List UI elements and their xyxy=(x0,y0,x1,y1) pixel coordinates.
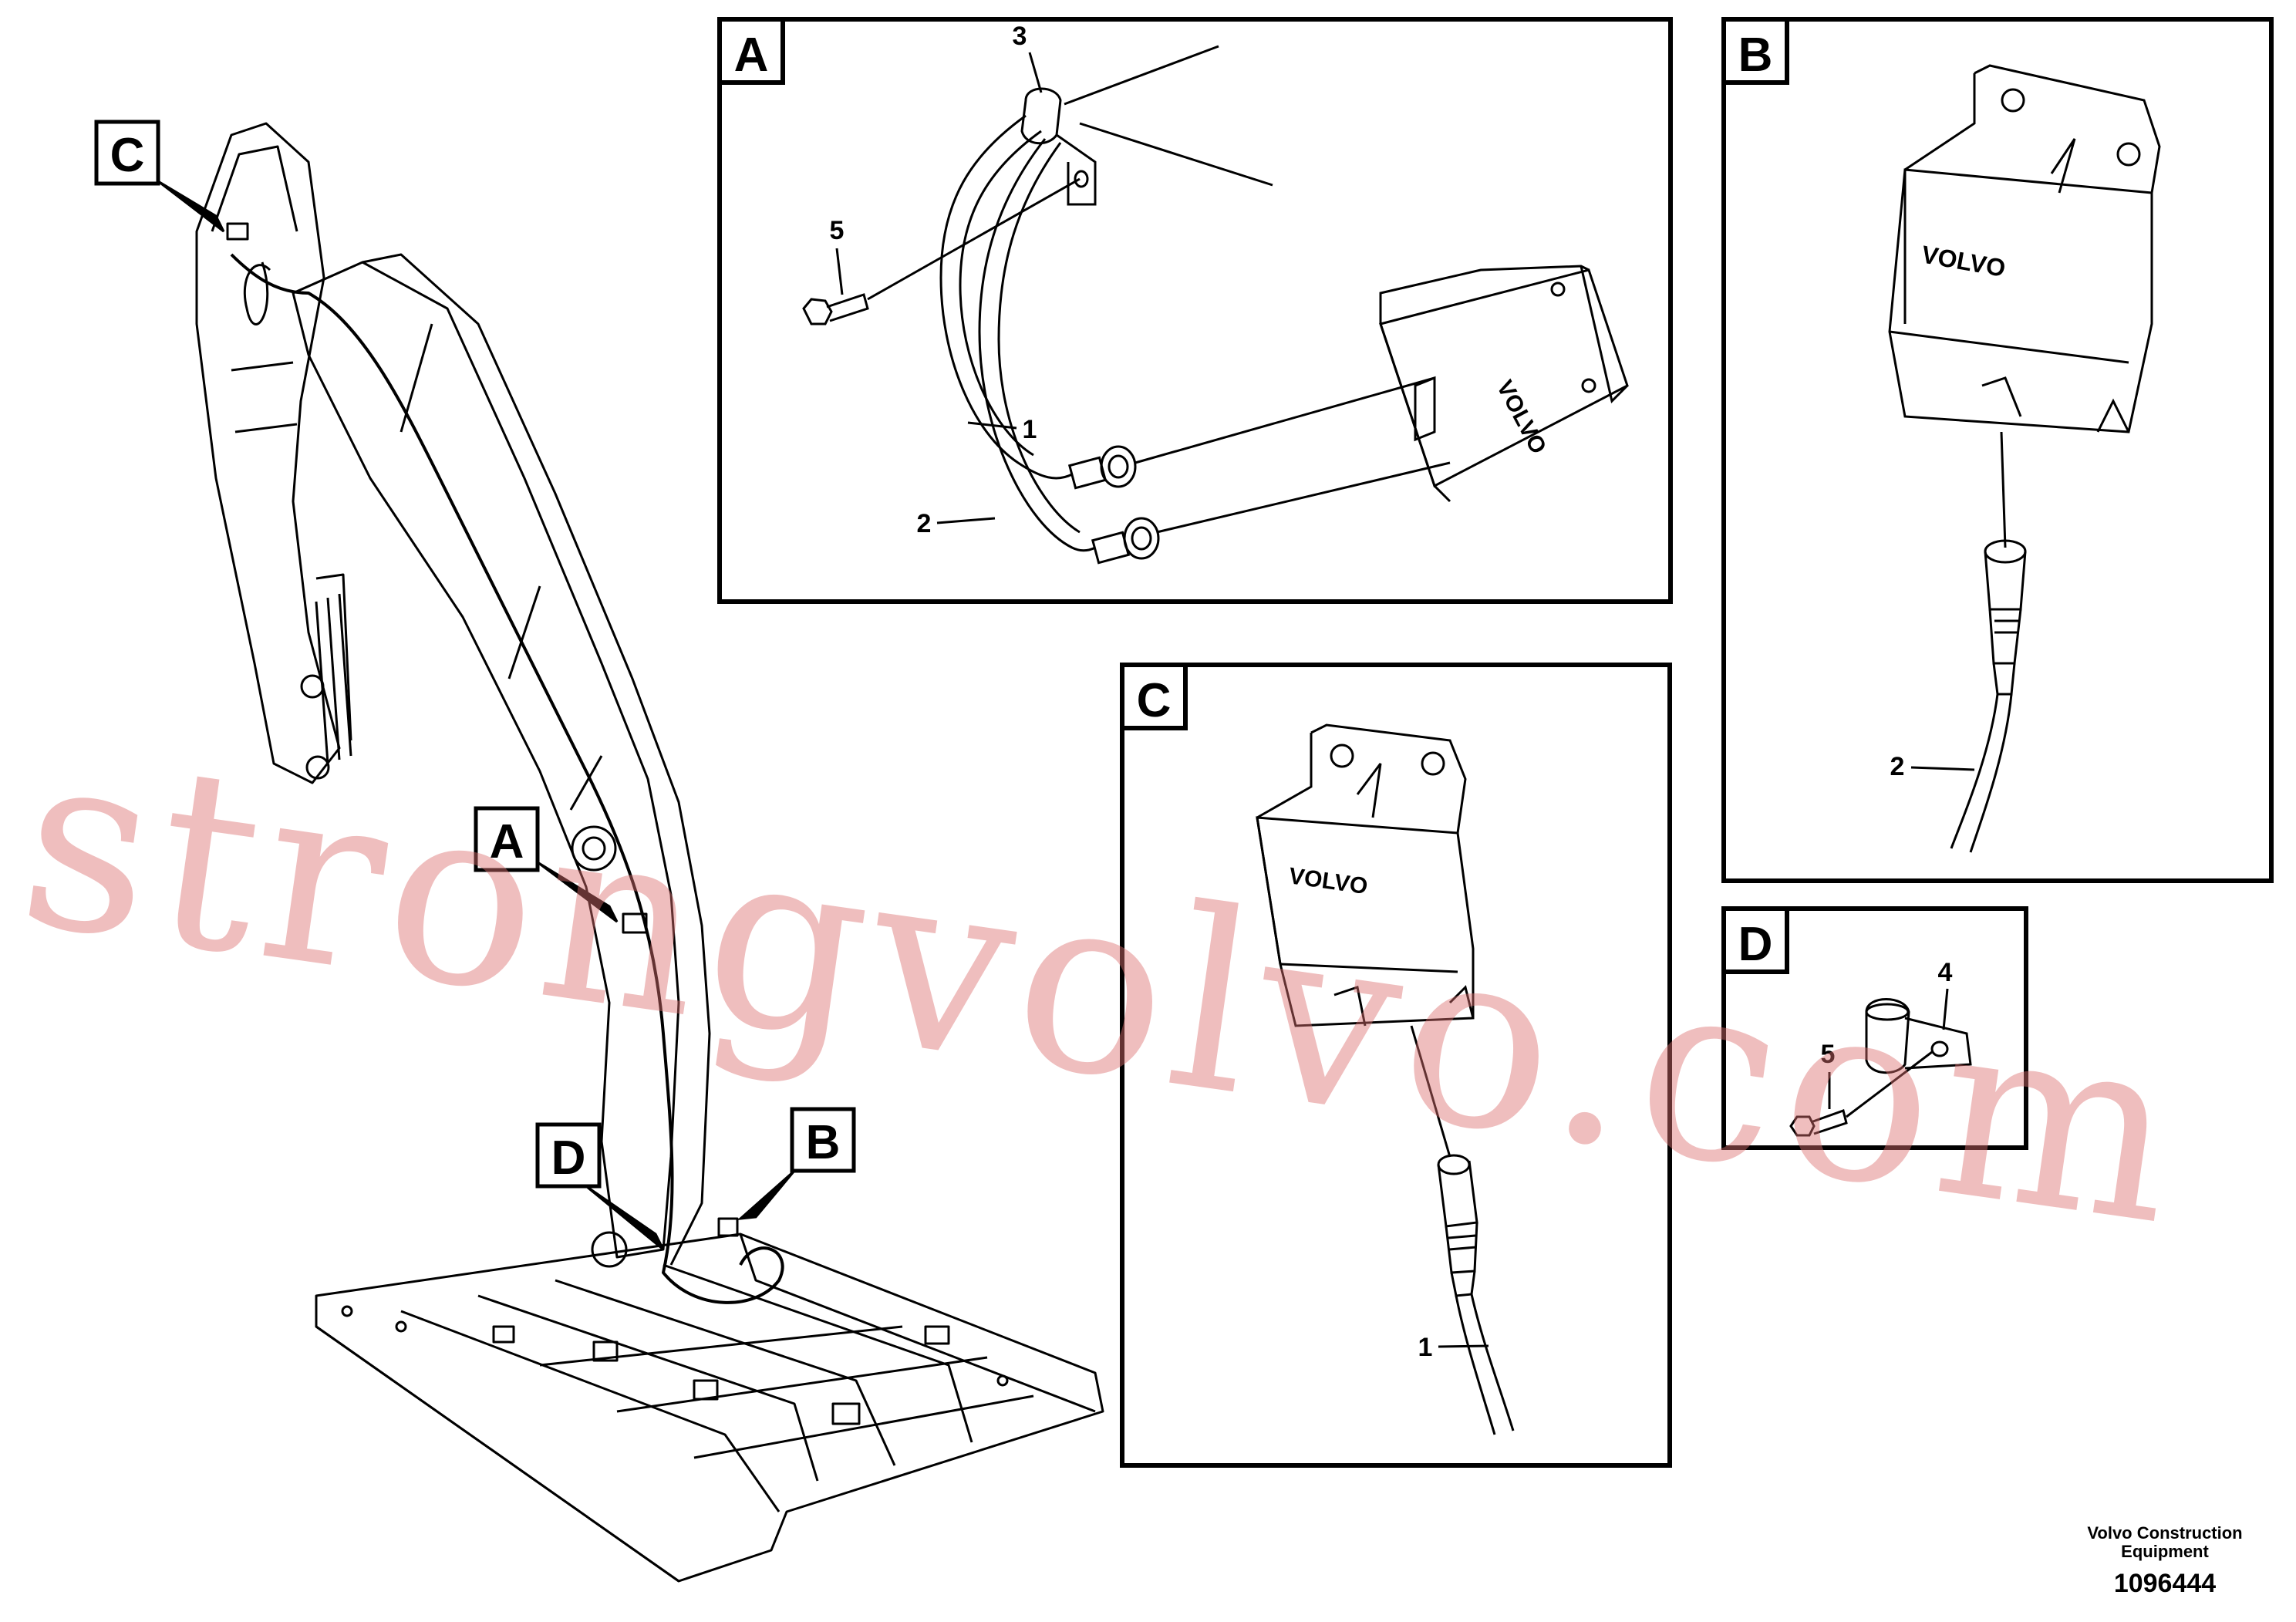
overview-label-c-text: C xyxy=(110,129,145,182)
view-d-callout-4: 4 xyxy=(1938,958,1953,987)
detail-view-c: C VOLVO 1 xyxy=(1120,663,1672,1468)
overview-label-c: C xyxy=(94,120,225,233)
view-b-callout-2: 2 xyxy=(1890,752,1905,781)
view-d-callout-5: 5 xyxy=(1821,1040,1836,1069)
view-a-callout-3: 3 xyxy=(1013,22,1027,51)
footer-company-line2: Equipment xyxy=(2121,1542,2209,1561)
view-c-callout-1: 1 xyxy=(1418,1333,1433,1362)
detail-view-b: B VOLVO 2 xyxy=(1721,17,2274,883)
overview-label-d-text: D xyxy=(551,1131,586,1185)
detail-view-b-label: B xyxy=(1738,29,1773,82)
view-a-callout-2: 2 xyxy=(917,509,932,538)
view-a-callout-1: 1 xyxy=(1023,415,1037,444)
view-a-callout-5: 5 xyxy=(830,216,845,245)
detail-view-c-label: C xyxy=(1137,674,1172,727)
overview-label-b: B xyxy=(737,1107,856,1220)
overview-label-d: D xyxy=(535,1122,665,1251)
overview-label-a-text: A xyxy=(490,815,524,868)
footer: Volvo Construction Equipment 1096444 xyxy=(2065,1524,2265,1599)
detail-view-d: D 4 5 xyxy=(1721,906,2028,1150)
detail-view-a-label: A xyxy=(734,29,769,82)
overview-label-b-text: B xyxy=(806,1116,841,1169)
footer-doc-number: 1096444 xyxy=(2113,1569,2217,1598)
footer-company-line1: Volvo Construction xyxy=(2087,1523,2243,1543)
overview-label-a: A xyxy=(474,806,619,923)
detail-view-d-label: D xyxy=(1738,918,1773,971)
